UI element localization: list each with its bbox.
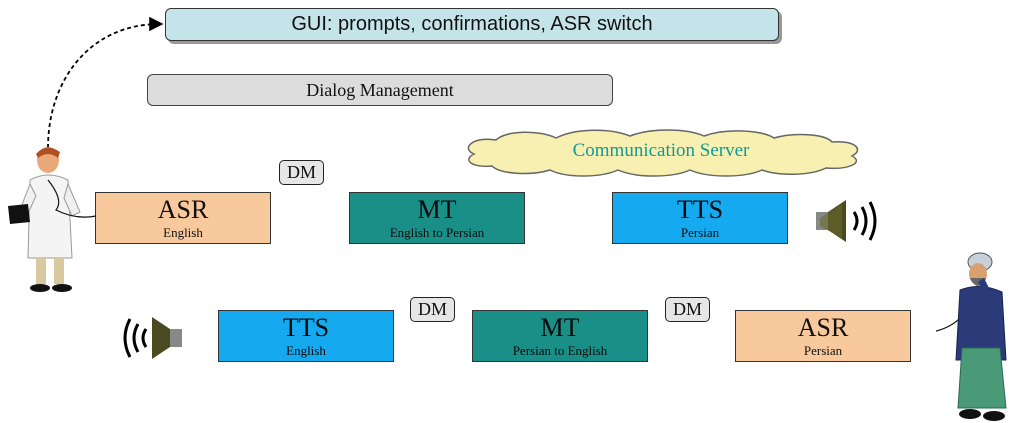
asr-english-subtitle: English: [163, 225, 203, 240]
asr-persian-title: ASR: [797, 313, 849, 342]
mt-persian-to-english-box: MT Persian to English: [472, 310, 648, 362]
tts-persian-title: TTS: [676, 195, 724, 224]
doctor-figure: [8, 147, 96, 292]
tts-english-title: TTS: [282, 313, 330, 342]
mt-fa-en-subtitle: Persian to English: [512, 343, 608, 358]
dm-chip-bottom-right: DM: [665, 297, 710, 322]
tts-persian-subtitle: Persian: [680, 225, 720, 240]
asr-english-title: ASR: [157, 195, 209, 224]
dialog-management-bar: Dialog Management: [147, 74, 613, 106]
patient-figure: [936, 252, 1007, 421]
dm-chip-bottom-left: DM: [410, 297, 455, 322]
speaker-icon-left: [123, 317, 182, 359]
asr-persian-box: ASR Persian: [735, 310, 911, 362]
communication-server-cloud: [467, 129, 859, 177]
tts-persian-box: TTS Persian: [612, 192, 788, 244]
mt-english-to-persian-box: MT English to Persian: [349, 192, 525, 244]
asr-english-box: ASR English: [95, 192, 271, 244]
speaker-icon-right: [816, 200, 877, 242]
communication-server-label: Communication Server: [572, 140, 750, 161]
mt-en-fa-subtitle: English to Persian: [389, 225, 485, 240]
mt-fa-en-title: MT: [540, 313, 580, 342]
asr-persian-subtitle: Persian: [803, 343, 843, 358]
tts-english-subtitle: English: [286, 343, 326, 358]
tts-english-box: TTS English: [218, 310, 394, 362]
gui-bar: GUI: prompts, confirmations, ASR switch: [165, 8, 779, 41]
dm-chip-top: DM: [279, 160, 324, 185]
mt-en-fa-title: MT: [417, 195, 457, 224]
